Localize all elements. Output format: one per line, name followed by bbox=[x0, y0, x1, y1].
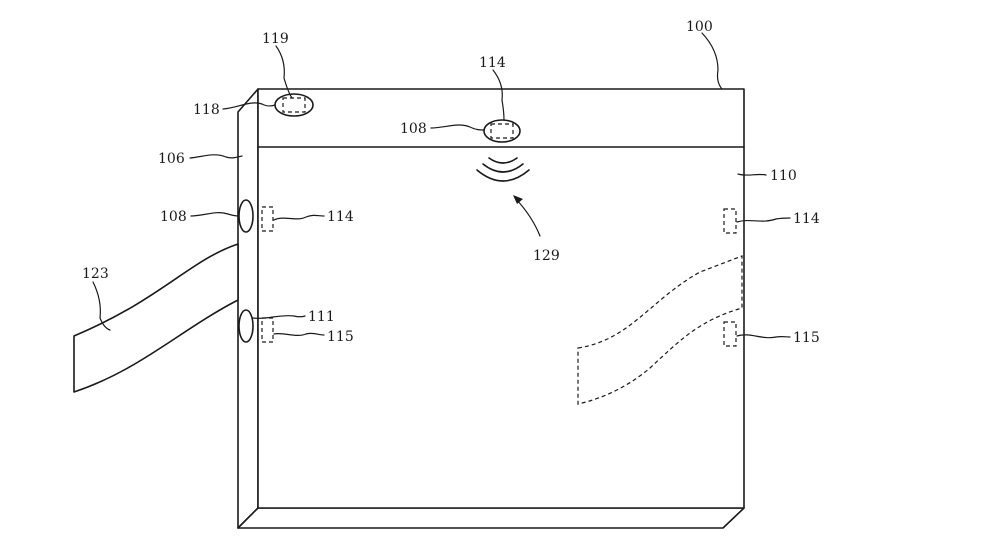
component-119 bbox=[282, 97, 306, 113]
hidden-strap bbox=[577, 255, 743, 405]
component-108-top bbox=[483, 119, 521, 143]
label-114-right: 114 bbox=[793, 211, 820, 227]
leader-lines bbox=[92, 32, 791, 339]
component-114-left bbox=[261, 206, 274, 232]
component-115-left bbox=[261, 317, 274, 343]
label-115-right: 115 bbox=[793, 330, 820, 346]
label-118: 118 bbox=[193, 102, 220, 118]
device-side-face bbox=[237, 88, 259, 529]
component-114-top bbox=[490, 123, 514, 139]
label-114-top: 114 bbox=[479, 55, 506, 71]
label-100: 100 bbox=[686, 19, 713, 35]
label-108-top: 108 bbox=[400, 121, 427, 137]
label-110: 110 bbox=[770, 168, 797, 184]
component-114-right bbox=[723, 208, 737, 234]
label-123: 123 bbox=[82, 266, 109, 282]
label-129: 129 bbox=[533, 248, 560, 264]
label-114-left: 114 bbox=[327, 209, 354, 225]
signal-arrow bbox=[513, 195, 541, 237]
label-119: 119 bbox=[262, 31, 289, 47]
component-115-right bbox=[723, 321, 737, 347]
label-106: 106 bbox=[158, 151, 185, 167]
label-115-left: 115 bbox=[327, 329, 354, 345]
device-bottom-face bbox=[237, 507, 745, 529]
signal-waves bbox=[476, 157, 530, 182]
label-108-side: 108 bbox=[160, 209, 187, 225]
device-front-face bbox=[257, 88, 745, 509]
strap-123 bbox=[73, 243, 239, 393]
reference-labels: 100 119 118 114 108 106 110 108 114 114 … bbox=[82, 19, 820, 346]
label-111: 111 bbox=[308, 309, 335, 325]
component-111 bbox=[238, 309, 254, 343]
